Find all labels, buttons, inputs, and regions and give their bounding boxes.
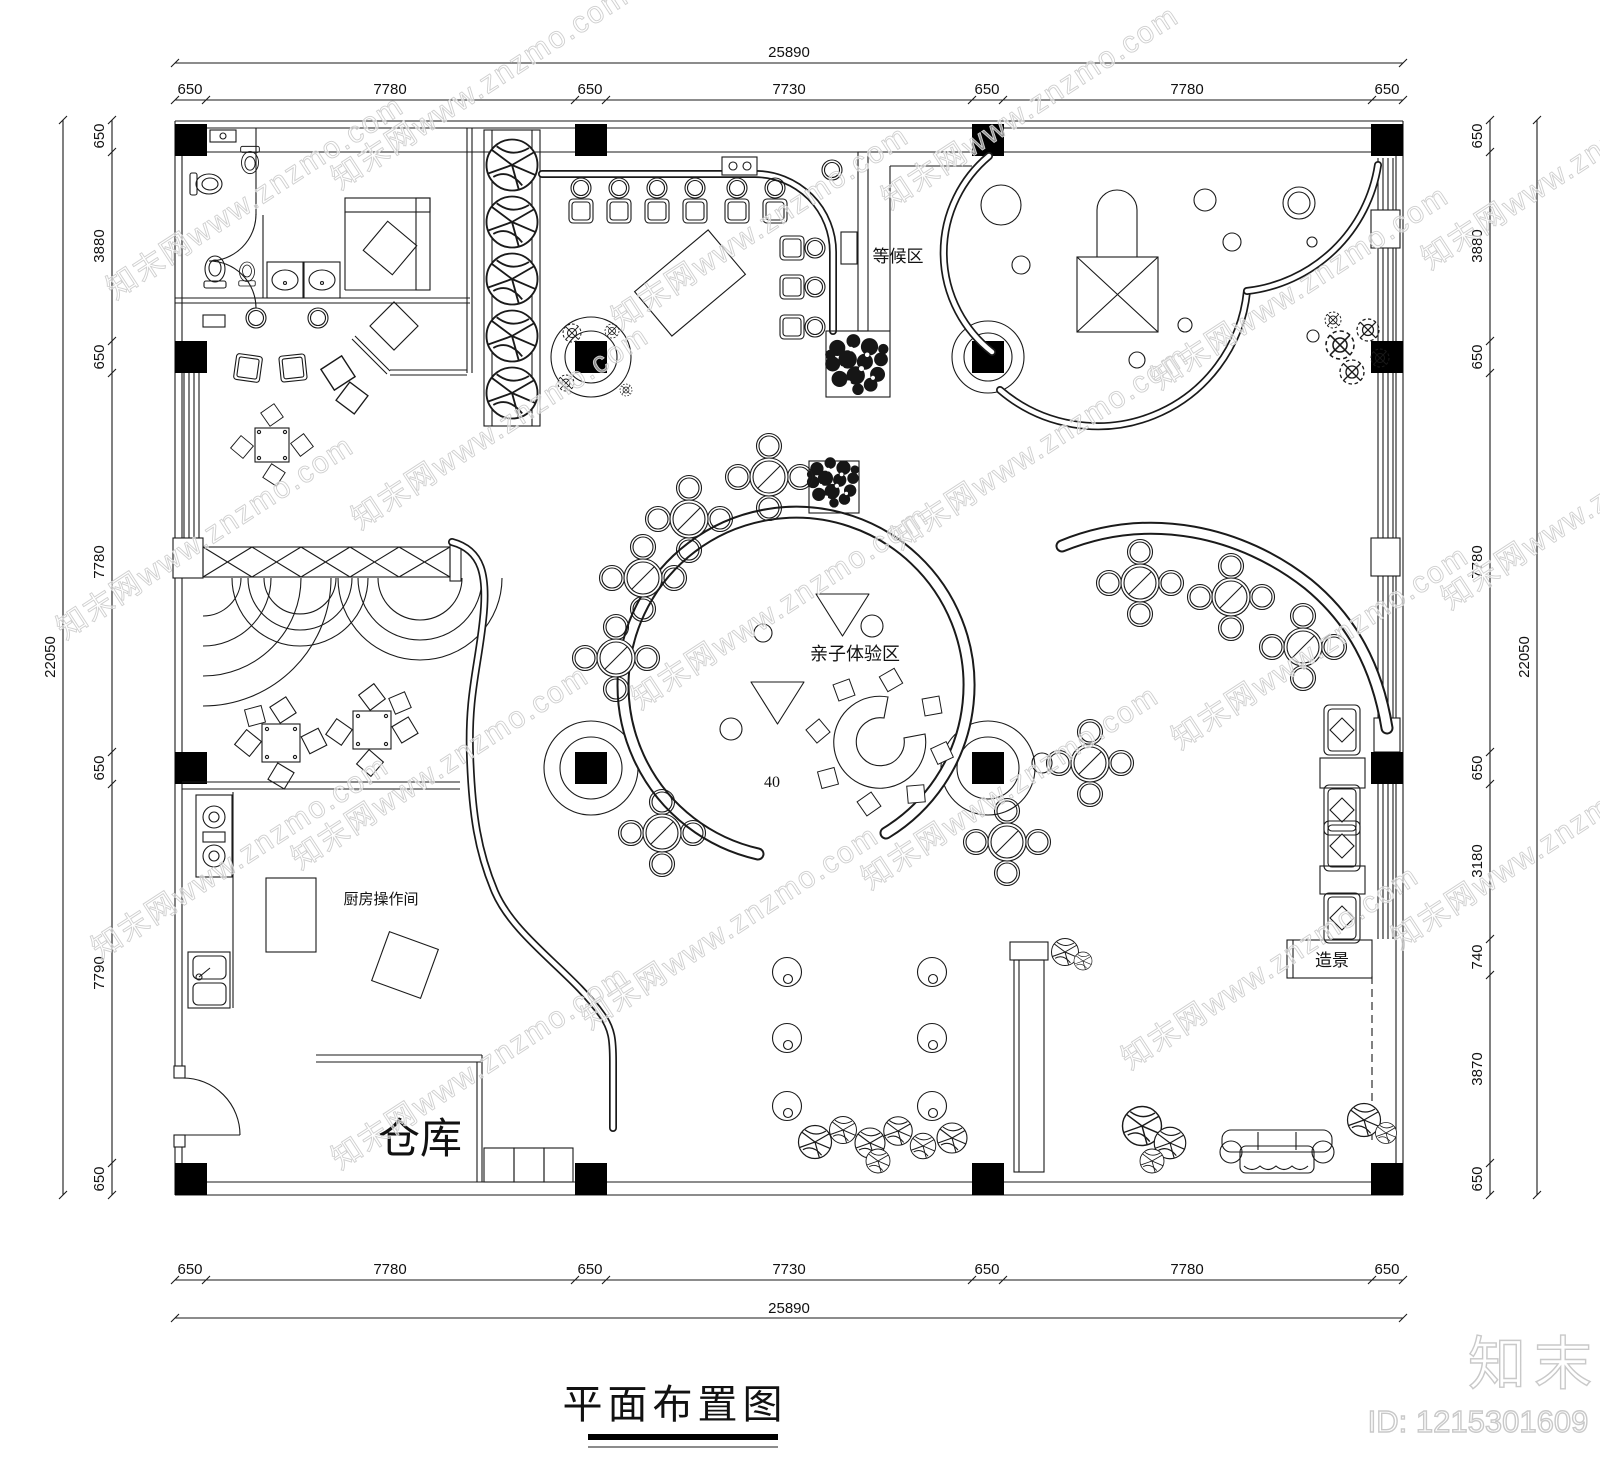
svg-text:25890: 25890 <box>768 1300 810 1317</box>
svg-text:知末网www.znzmo.com: 知末网www.znzmo.com <box>1146 179 1455 396</box>
svg-text:7730: 7730 <box>772 1261 805 1278</box>
label-experience-count: 40 <box>764 774 780 791</box>
svg-text:7730: 7730 <box>772 81 805 98</box>
svg-text:知末网www.znzmo.com: 知末网www.znzmo.com <box>1416 59 1600 276</box>
svg-text:650: 650 <box>1469 123 1486 148</box>
center-ring-area <box>571 432 1053 887</box>
svg-text:25890: 25890 <box>768 44 810 61</box>
svg-text:知末网www.znzmo.com: 知末网www.znzmo.com <box>1436 399 1600 616</box>
two-seat-tables <box>754 955 965 1123</box>
bottom-plants <box>797 1116 968 1174</box>
label-landscape: 造景 <box>1315 951 1349 970</box>
svg-text:650: 650 <box>177 1261 202 1278</box>
landscape-shelf <box>1286 939 1373 979</box>
svg-text:知末网www.znzmo.com: 知末网www.znzmo.com <box>1166 539 1475 756</box>
dimension-left: 22050 650 3880 650 7780 650 7790 650 <box>42 115 117 1200</box>
svg-text:3880: 3880 <box>91 229 108 262</box>
svg-text:7780: 7780 <box>373 1261 406 1278</box>
kitchen-area <box>182 781 460 1009</box>
brand-id: ID: 1215301609 <box>1368 1404 1589 1439</box>
dimension-bottom: 650 7780 650 7730 650 7780 650 25890 <box>170 1261 1408 1323</box>
dimension-top: 25890 650 7780 650 7730 650 7780 650 <box>170 44 1408 105</box>
arc-counter <box>833 695 927 789</box>
svg-text:650: 650 <box>1469 755 1486 780</box>
crescent-bench <box>1095 995 1123 1140</box>
svg-text:知末网www.znzmo.com: 知末网www.znzmo.com <box>326 959 635 1176</box>
entry-door <box>182 1077 241 1136</box>
castle-base <box>1076 256 1159 333</box>
kids-cloud-area <box>939 152 1390 464</box>
svg-text:3870: 3870 <box>1469 1052 1486 1085</box>
svg-text:3180: 3180 <box>1469 844 1486 877</box>
title-block: 平面布置图 <box>563 1382 788 1448</box>
label-waiting-area: 等候区 <box>873 247 924 266</box>
label-warehouse: 仓库 <box>378 1117 462 1163</box>
label-kitchen: 厨房操作间 <box>343 891 418 908</box>
brand-logo: 知末 <box>1468 1332 1600 1397</box>
warehouse-area <box>316 1054 574 1183</box>
svg-text:650: 650 <box>1469 1166 1486 1191</box>
svg-text:知末网www.znzmo.com: 知末网www.znzmo.com <box>1116 859 1425 1076</box>
svg-text:650: 650 <box>577 81 602 98</box>
svg-text:22050: 22050 <box>1516 636 1533 678</box>
svg-text:650: 650 <box>974 81 999 98</box>
svg-text:650: 650 <box>91 344 108 369</box>
svg-text:650: 650 <box>91 123 108 148</box>
page-title: 平面布置图 <box>563 1382 788 1427</box>
partition <box>1009 938 1093 1173</box>
svg-text:650: 650 <box>177 81 202 98</box>
castle-arch <box>1096 189 1138 257</box>
svg-text:650: 650 <box>974 1261 999 1278</box>
svg-text:知末网www.znzmo.com: 知末网www.znzmo.com <box>51 429 360 646</box>
label-experience-area: 亲子体验区 <box>810 644 900 664</box>
svg-text:650: 650 <box>1374 1261 1399 1278</box>
svg-text:7780: 7780 <box>373 81 406 98</box>
svg-text:7780: 7780 <box>1469 545 1486 578</box>
svg-text:知末网www.znzmo.com: 知末网www.znzmo.com <box>1386 739 1600 956</box>
outer-walls <box>173 120 1404 1196</box>
svg-text:7780: 7780 <box>91 545 108 578</box>
svg-text:650: 650 <box>577 1261 602 1278</box>
sofa <box>1121 1102 1397 1174</box>
svg-text:知末网www.znzmo.com: 知末网www.znzmo.com <box>876 0 1185 216</box>
watermarks: 知末网www.znzmo.com 知末网www.znzmo.com 知末网www… <box>50 0 1600 1176</box>
stage-area <box>172 537 617 1132</box>
columns <box>175 124 1403 1195</box>
svg-text:7780: 7780 <box>1170 81 1203 98</box>
plant-strip <box>483 129 541 427</box>
reception-area <box>202 301 467 490</box>
svg-text:7790: 7790 <box>91 956 108 989</box>
svg-text:740: 740 <box>1469 944 1486 969</box>
right-dining-area <box>1045 521 1394 808</box>
bench-seating <box>1319 704 1366 944</box>
svg-text:3880: 3880 <box>1469 229 1486 262</box>
svg-text:知末网www.znzmo.com: 知末网www.znzmo.com <box>286 659 595 876</box>
bar-counter-area <box>538 151 972 398</box>
svg-text:7780: 7780 <box>1170 1261 1203 1278</box>
svg-text:650: 650 <box>1374 81 1399 98</box>
svg-text:650: 650 <box>1469 344 1486 369</box>
dimension-right: 22050 650 3880 650 7780 650 3180 740 387… <box>1469 115 1542 1200</box>
svg-text:650: 650 <box>91 755 108 780</box>
bathroom-area <box>175 128 473 373</box>
svg-text:22050: 22050 <box>42 636 59 678</box>
svg-text:650: 650 <box>91 1166 108 1191</box>
